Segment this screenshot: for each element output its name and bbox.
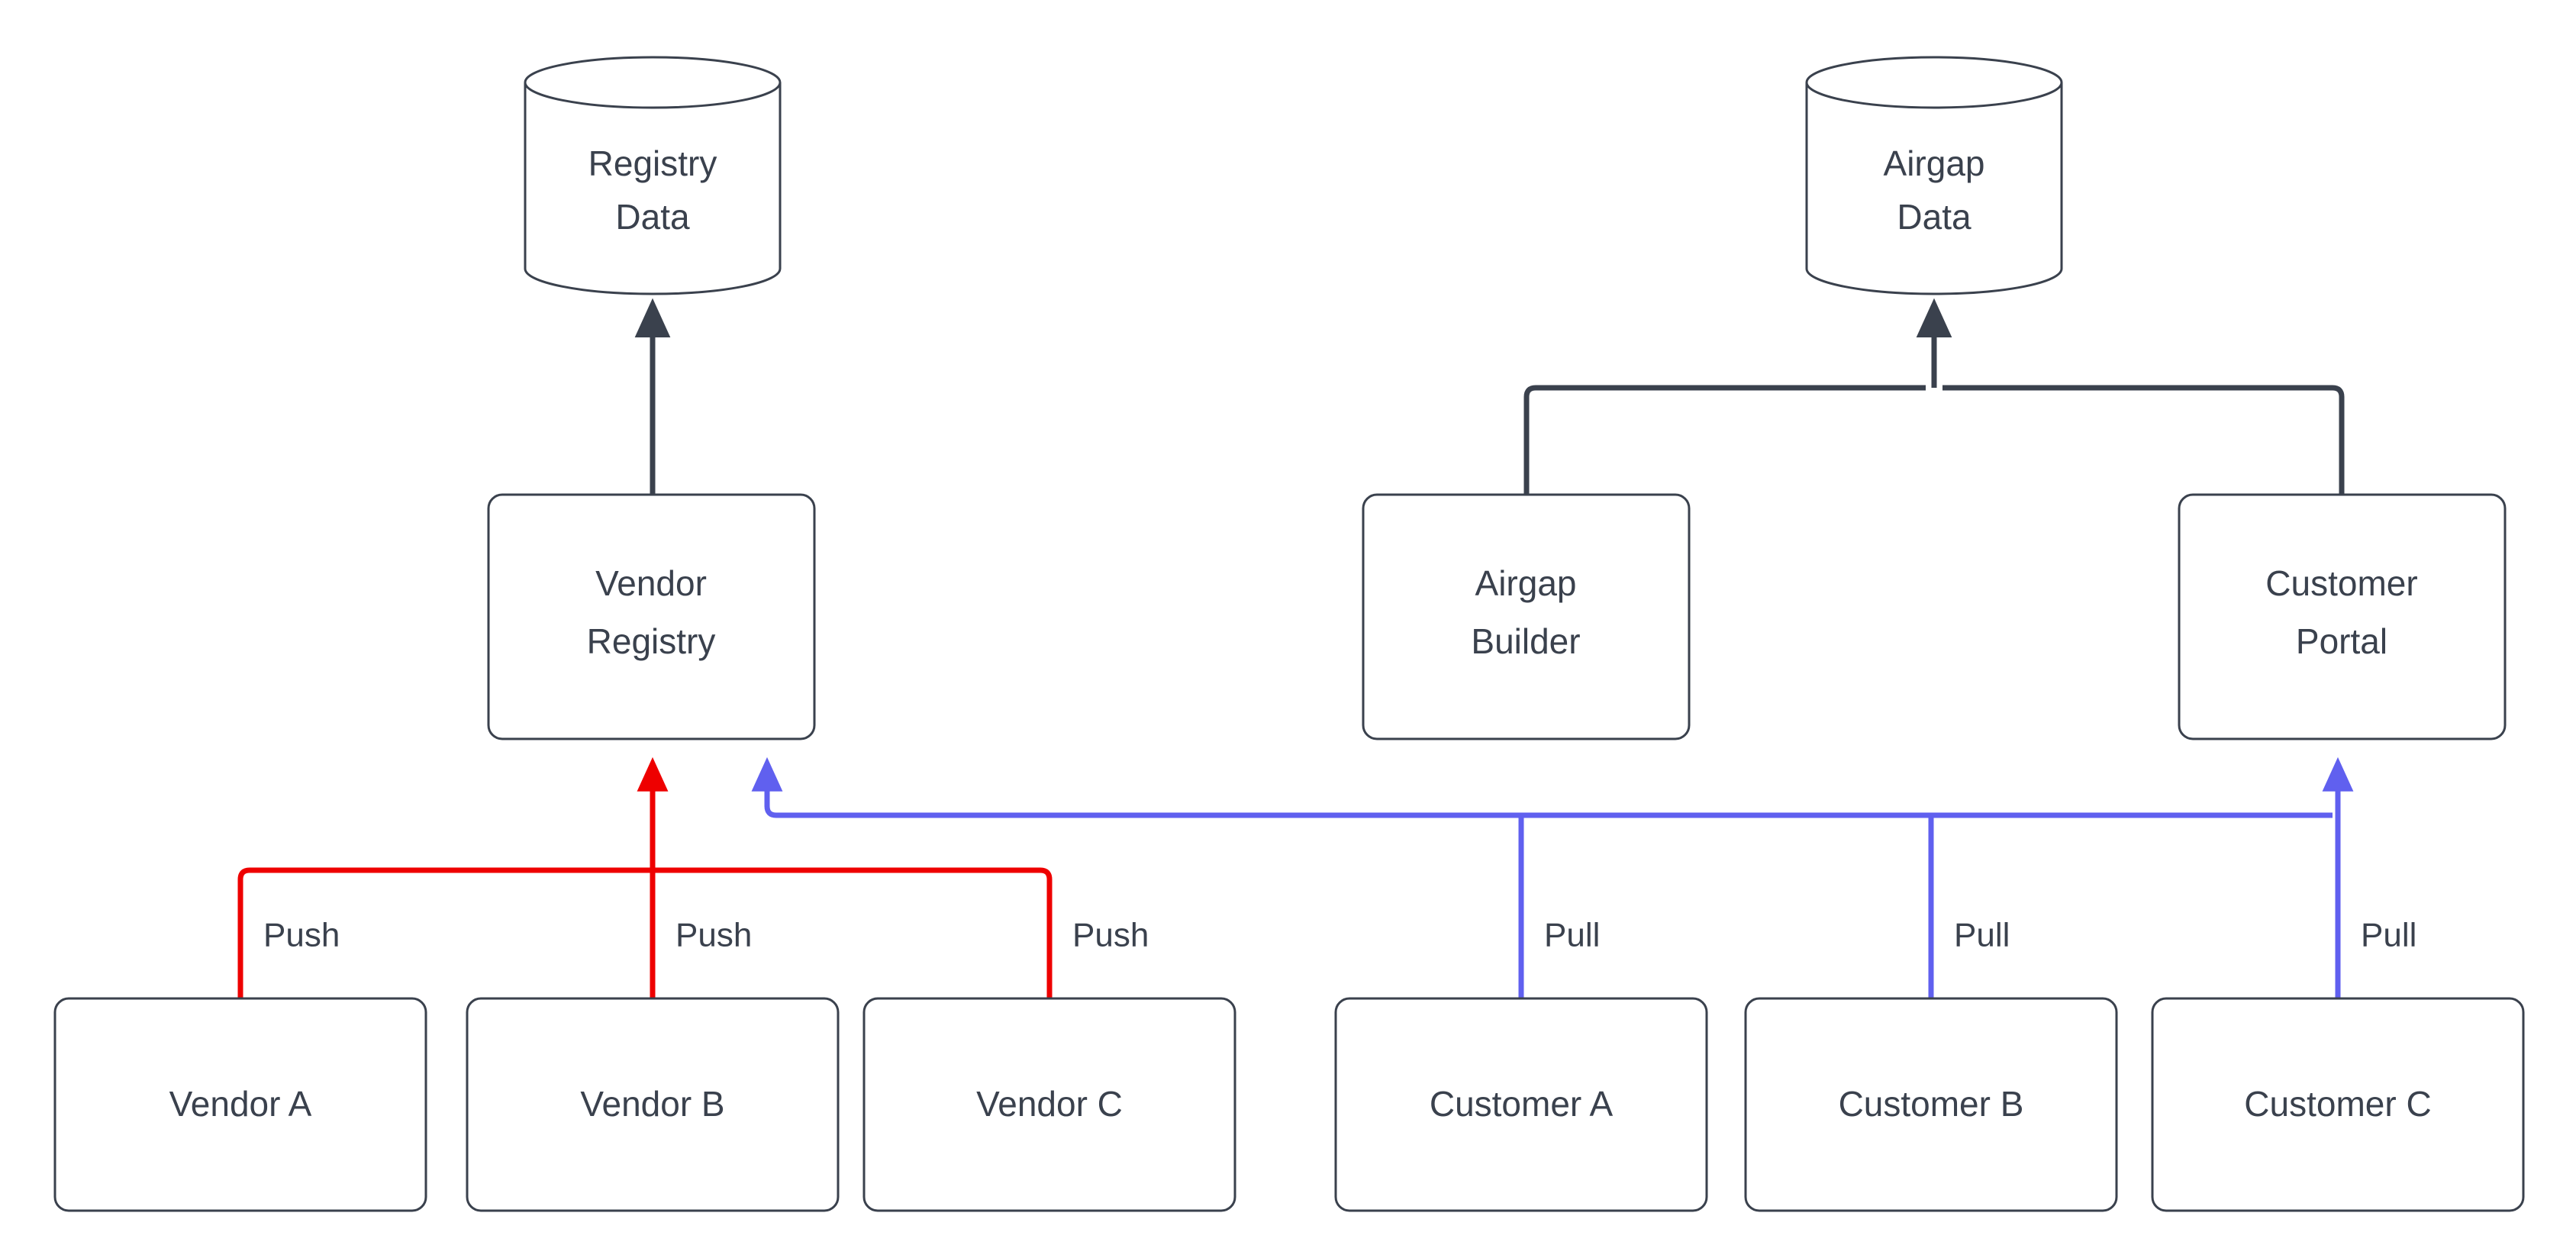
edge-label-pull-c: Pull [2361,917,2416,954]
actor-customer-c[interactable]: Customer C [2151,997,2525,1212]
service-label-line1: Vendor [595,563,707,603]
service-vendor-registry[interactable]: Vendor Registry [487,493,816,740]
cylinder-body [524,82,782,295]
box-shape [1334,997,1708,1212]
cylinder-body [1805,82,2063,295]
edge-label-push-b: Push [675,917,752,954]
edge-airgap-builder-to-airgap-data [1523,385,1926,495]
service-label-line2: Builder [1471,621,1580,661]
edge-label-pull-b: Pull [1954,917,2010,954]
service-label-line1: Customer [2265,563,2417,603]
actor-customer-a[interactable]: Customer A [1334,997,1708,1212]
box-shape [1744,997,2118,1212]
service-airgap-builder[interactable]: Airgap Builder [1362,493,1691,740]
datastore-label-line2: Data [1897,197,1971,237]
actor-vendor-b[interactable]: Vendor B [466,997,840,1212]
actor-customer-b[interactable]: Customer B [1744,997,2118,1212]
box-shape [487,493,816,740]
edge-customer-portal-to-airgap-data [1942,385,2345,495]
actor-label: Customer A [1430,1084,1614,1124]
datastore-registry-data[interactable]: Registry Data [524,56,782,295]
cylinder-top [524,56,782,109]
box-shape [53,997,427,1212]
datastore-label-line1: Registry [588,144,717,183]
service-label-line2: Registry [587,621,716,661]
edge-push-bus [237,867,1053,998]
actor-label: Vendor A [169,1084,312,1124]
edge-label-pull-a: Pull [1544,917,1600,954]
actor-label: Vendor B [580,1084,724,1124]
actor-label: Vendor C [976,1084,1123,1124]
actor-vendor-c[interactable]: Vendor C [862,997,1236,1212]
cylinder-top [1805,56,2063,109]
actor-vendor-a[interactable]: Vendor A [53,997,427,1212]
box-shape [2178,493,2507,740]
datastore-airgap-data[interactable]: Airgap Data [1805,56,2063,295]
edge-label-push-a: Push [263,917,340,954]
edge-line [1523,385,1926,495]
box-shape [1362,493,1691,740]
edge-pull-bus [751,756,2333,818]
service-customer-portal[interactable]: Customer Portal [2178,493,2507,740]
box-shape [862,997,1236,1212]
edge-label-push-c: Push [1072,917,1149,954]
edge-line [1942,385,2345,495]
box-shape [466,997,840,1212]
box-shape [2151,997,2525,1212]
service-label-line2: Portal [2296,621,2387,661]
push-trunk-line [237,867,1053,998]
actor-label: Customer B [1839,1084,2024,1124]
datastore-label-line1: Airgap [1884,144,1985,183]
datastore-label-line2: Data [615,197,690,237]
actor-label: Customer C [2244,1084,2431,1124]
service-label-line1: Airgap [1475,563,1577,603]
pull-trunk-line [751,756,2333,818]
